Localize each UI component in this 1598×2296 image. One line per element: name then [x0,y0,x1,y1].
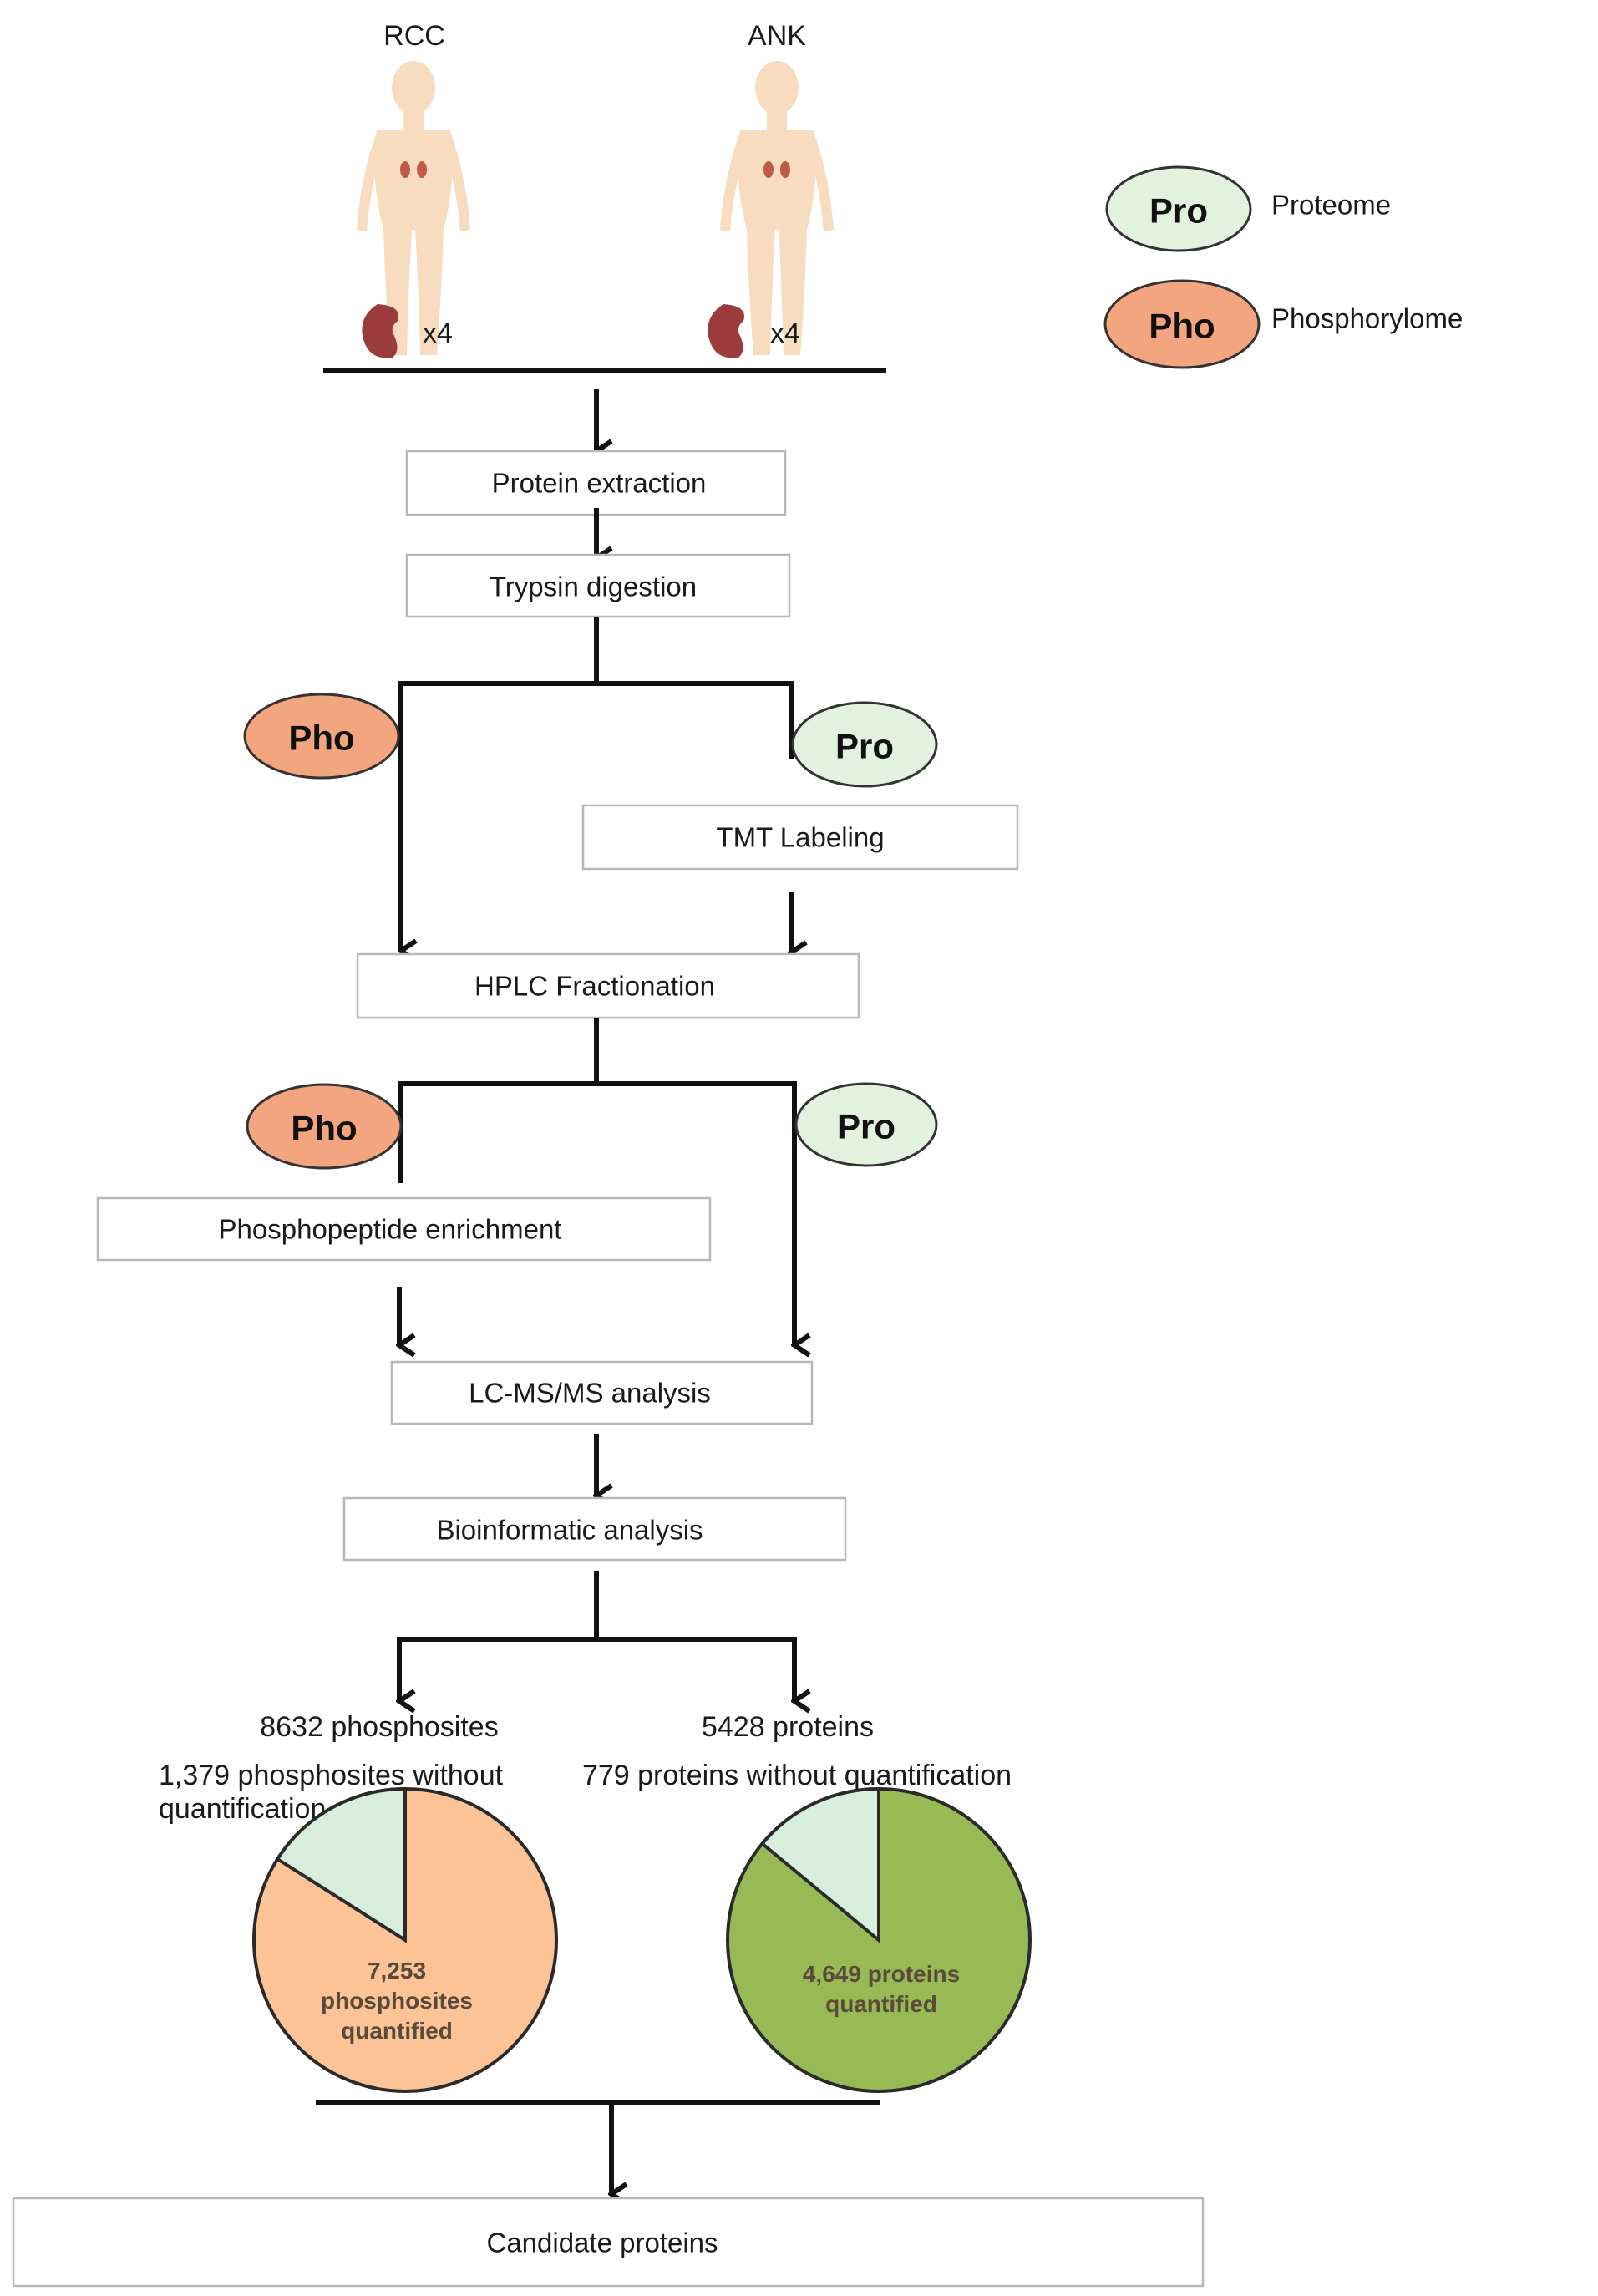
legend: Pro Proteome Pho Phosphorylome [1103,165,1463,369]
legend-pho-label: Phosphorylome [1271,303,1463,334]
phosphopeptide-enrichment-label: Phosphopeptide enrichment [219,1214,562,1245]
hplc-fractionation-label: HPLC Fractionation [474,971,715,1002]
protein-extraction-box [405,450,787,516]
phosphosites-total: 8632 phosphosites [260,1711,498,1743]
pro-badge-1 [791,701,938,788]
proteins-unquantified: 779 proteins without quantification [582,1760,1012,1791]
lcms-analysis-box [390,1360,814,1425]
rcc-kidney-icon [362,304,398,358]
legend-pho-badge-text: Pho [1149,307,1215,346]
legend-pho-badge [1103,279,1261,369]
pro-badge-1-text: Pro [835,727,894,766]
phosphosites-unquantified-slice [275,1786,407,1943]
candidate-proteins-label: Candidate proteins [486,2227,718,2258]
rcc-human-icon [357,61,470,355]
pho-badge-1 [243,693,400,780]
lcms-analysis-label: LC-MS/MS analysis [469,1378,711,1409]
legend-pro-badge [1105,165,1252,252]
hplc-fractionation-box [356,952,860,1019]
phosphosites-unquantified-line2: quantification [159,1793,326,1825]
rcc-sample-count: x4 [423,317,453,349]
bioinformatic-analysis-label: Bioinformatic analysis [436,1515,703,1546]
proteins-pie: 4,649 proteins quantified [726,1786,1032,2093]
tmt-labeling-label: TMT Labeling [716,822,884,853]
trypsin-digestion-box [405,553,791,618]
pho-badge-2-text: Pho [291,1109,357,1148]
pho-badge-1-text: Pho [288,719,354,758]
proteins-quantified-line1: 4,649 proteins [803,1961,960,1987]
pho-badge-2 [246,1083,403,1170]
phosphosites-quantified-line3: quantified [341,2018,453,2044]
tmt-labeling-box [581,804,1019,871]
proteins-unquantified-slice [759,1786,880,1944]
protein-extraction-label: Protein extraction [492,468,707,499]
candidate-proteins-box [12,2197,1205,2288]
phosphosites-unquantified-line1: 1,379 phosphosites without [159,1760,504,1791]
ank-kidney-icon [708,304,744,358]
ank-sample-count: x4 [770,317,800,349]
rcc-label: RCC [383,20,445,52]
phosphosites-quantified-line2: phosphosites [321,1988,473,2014]
proteins-total: 5428 proteins [702,1711,874,1743]
phosphosites-quantified-line1: 7,253 [368,1958,426,1984]
legend-pro-badge-text: Pro [1149,191,1208,231]
pro-badge-2 [794,1082,938,1167]
ank-label: ANK [748,20,806,52]
legend-pro-label: Proteome [1271,190,1391,221]
pro-badge-2-text: Pro [837,1107,895,1146]
proteins-quantified-line2: quantified [825,1991,937,2017]
phosphosites-pie: 7,253 phosphosites quantified [252,1786,558,2093]
ank-human-icon [720,61,834,355]
trypsin-digestion-label: Trypsin digestion [490,571,697,602]
bioinformatic-analysis-box [342,1496,847,1562]
phosphopeptide-enrichment-box [96,1196,712,1262]
